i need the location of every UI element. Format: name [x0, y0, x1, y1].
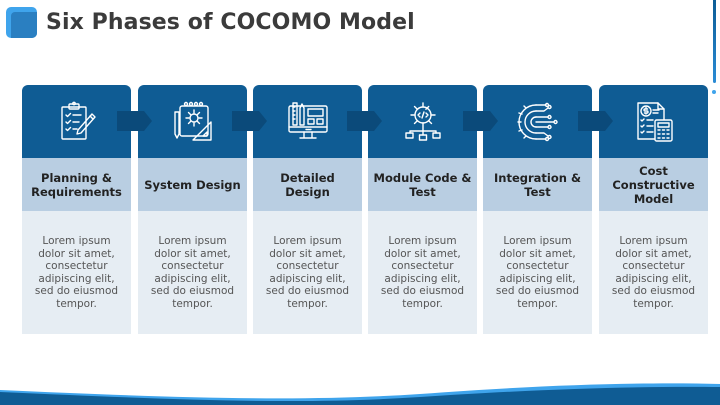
phase-card-integration-test: Integration & Test Lorem ipsum dolor sit… [483, 85, 592, 334]
phase-card-cost-constructive-model: Cost Constructive Model Lorem ipsum dolo… [599, 85, 708, 334]
arrow-right-icon [117, 111, 152, 131]
phase-description: Lorem ipsum dolor sit amet, consectetur … [368, 211, 477, 334]
clipboard-checklist-icon [60, 101, 96, 140]
title-bar: Six Phases of COCOMO Model [6, 6, 415, 38]
phase-card-module-code-test: Module Code & Test Lorem ipsum dolor sit… [368, 85, 477, 334]
gear-circuit-icon [516, 102, 558, 141]
arrow-right-icon [578, 111, 613, 131]
phase-title: System Design [138, 158, 247, 211]
side-accent-bar [713, 0, 716, 83]
code-gear-network-icon [404, 101, 441, 141]
arrow-right-icon [463, 111, 498, 131]
design-gear-ruler-icon [173, 101, 212, 141]
invoice-calculator-icon [636, 101, 673, 142]
title-square-icon [6, 6, 37, 38]
phase-title: Planning & Requirements [22, 158, 131, 211]
phase-card-planning: Planning & Requirements Lorem ipsum dolo… [22, 85, 131, 334]
phase-title: Integration & Test [483, 158, 592, 211]
phase-icon-area [483, 85, 592, 158]
phase-icon-area [599, 85, 708, 158]
footer-wave [0, 383, 720, 405]
arrow-right-icon [232, 111, 267, 131]
phase-description: Lorem ipsum dolor sit amet, consectetur … [253, 211, 362, 334]
phase-title: Cost Constructive Model [599, 158, 708, 211]
phase-title: Module Code & Test [368, 158, 477, 211]
phase-card-system-design: System Design Lorem ipsum dolor sit amet… [138, 85, 247, 334]
phase-description: Lorem ipsum dolor sit amet, consectetur … [599, 211, 708, 334]
side-accent-dot [712, 90, 716, 94]
monitor-design-tools-icon [287, 101, 328, 139]
phase-description: Lorem ipsum dolor sit amet, consectetur … [22, 211, 131, 334]
page-title: Six Phases of COCOMO Model [46, 9, 415, 35]
phase-icon-area [368, 85, 477, 158]
phase-title: Detailed Design [253, 158, 362, 211]
arrow-right-icon [347, 111, 382, 131]
phase-description: Lorem ipsum dolor sit amet, consectetur … [138, 211, 247, 334]
phase-icon-area [138, 85, 247, 158]
phase-icon-area [22, 85, 131, 158]
phase-description: Lorem ipsum dolor sit amet, consectetur … [483, 211, 592, 334]
phase-icon-area [253, 85, 362, 158]
phase-card-detailed-design: Detailed Design Lorem ipsum dolor sit am… [253, 85, 362, 334]
